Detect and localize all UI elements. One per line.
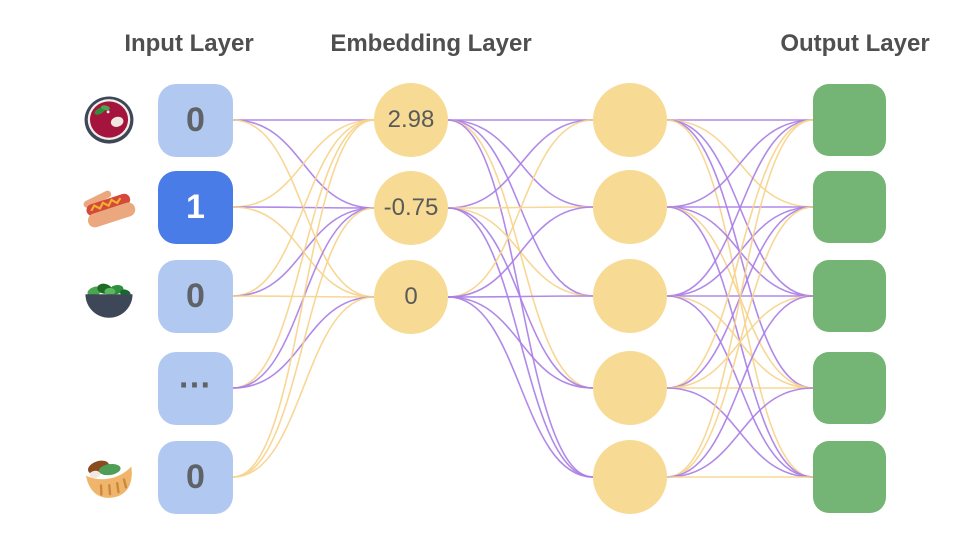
salad-bowl-icon xyxy=(80,267,138,325)
connection-edge xyxy=(447,206,594,298)
input-node: 0 xyxy=(158,259,233,333)
connection-edge xyxy=(232,296,375,478)
connection-edge xyxy=(447,119,594,389)
input-node-value: 0 xyxy=(186,276,205,315)
connection-edge xyxy=(232,207,375,478)
input-node-value: 1 xyxy=(186,187,205,226)
output-node xyxy=(813,352,886,424)
hidden-node xyxy=(593,83,667,157)
connection-edge xyxy=(666,119,814,478)
hidden-node xyxy=(593,259,667,333)
connection-edge xyxy=(232,119,375,297)
connection-edge xyxy=(232,119,375,478)
connection-edge xyxy=(666,387,814,478)
embedding-node: 0 xyxy=(374,260,448,334)
input-node: 1 xyxy=(158,170,233,244)
embedding-node: 2.98 xyxy=(374,83,448,157)
hidden-node xyxy=(593,351,667,425)
input-node-value: 0 xyxy=(186,457,205,496)
connection-edge xyxy=(447,296,594,478)
embedding-node-value: 2.98 xyxy=(387,106,435,133)
connection-edge xyxy=(232,119,375,389)
borscht-bowl-icon xyxy=(80,91,138,149)
input-node-value: 0 xyxy=(186,100,205,139)
embedding-node: -0.75 xyxy=(374,171,448,245)
output-node xyxy=(813,84,886,156)
output-node xyxy=(813,171,886,243)
connection-edge xyxy=(666,206,814,478)
connection-edge xyxy=(447,295,594,298)
hidden-node xyxy=(593,170,667,244)
output-layer-title: Output Layer xyxy=(780,30,930,57)
connection-edge xyxy=(666,119,814,389)
embedding-layer-title: Embedding Layer xyxy=(330,30,532,57)
input-node: 0 xyxy=(158,440,233,514)
input-layer-title: Input Layer xyxy=(124,30,254,57)
hidden-node xyxy=(593,440,667,514)
connection-edge xyxy=(232,119,375,208)
connection-edge xyxy=(447,207,594,389)
connection-edge xyxy=(666,119,814,208)
embedding-node-value: 0 xyxy=(404,283,418,310)
embedding-node-value: -0.75 xyxy=(383,194,439,221)
connection-edge xyxy=(447,119,594,298)
output-node xyxy=(813,441,886,513)
input-node: 0 xyxy=(158,83,233,157)
output-node xyxy=(813,260,886,332)
connection-edge xyxy=(447,296,594,389)
connection-edge xyxy=(666,295,814,478)
pita-wrap-icon xyxy=(80,448,138,506)
connection-edge xyxy=(447,119,594,209)
connection-edge xyxy=(666,119,814,297)
input-node: … xyxy=(158,351,233,425)
hot-dog-icon xyxy=(80,178,138,236)
input-node-value: … xyxy=(177,356,214,395)
